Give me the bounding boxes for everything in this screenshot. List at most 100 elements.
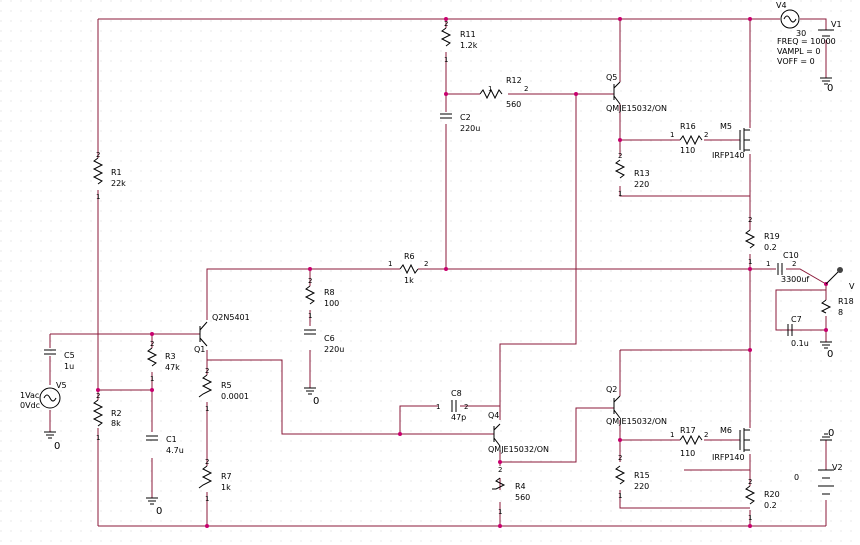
pin-number: 1: [444, 56, 448, 64]
node: [308, 267, 312, 271]
q4-symbol: [493, 423, 501, 447]
c1-symbol: [146, 435, 158, 441]
ground-symbol: [304, 387, 316, 395]
pin-number: 1: [618, 190, 622, 198]
r7-symbol: [198, 465, 213, 489]
node: [618, 438, 622, 442]
node: [748, 348, 752, 352]
node: [748, 17, 752, 21]
node: [498, 524, 502, 528]
r13-symbol: [614, 159, 626, 179]
pin-number: 1: [205, 495, 209, 503]
pin-number: 2: [704, 131, 708, 139]
m6-symbol: [739, 428, 750, 452]
r17-symbol: [679, 434, 703, 446]
v5-wave: [43, 394, 57, 402]
r12-ref: R12: [506, 76, 522, 85]
node: [498, 460, 502, 464]
pin-number: 2: [704, 431, 708, 439]
pin-number: 2: [205, 367, 209, 375]
r15-wire: [619, 440, 750, 509]
ground-label: 0: [313, 396, 319, 407]
r15-value: 220: [634, 482, 649, 491]
c8-wire: [460, 405, 501, 420]
r1-symbol: [92, 157, 104, 185]
q4-to-q2-wire: [500, 407, 614, 463]
r1-ref: R1: [111, 168, 122, 177]
pin-number: 2: [96, 151, 100, 159]
c5-ref: C5: [64, 351, 75, 360]
pin-number: 1: [766, 260, 770, 268]
c10-ref: C10: [783, 251, 799, 260]
v4-value: 30: [796, 29, 806, 38]
pin-number: 2: [424, 260, 428, 268]
v2-value: 0: [794, 473, 799, 482]
r15-symbol: [614, 465, 626, 485]
c5-symbol: [44, 349, 56, 355]
r12-symbol: [479, 88, 503, 100]
m5-ref: M5: [720, 122, 732, 131]
r5-value: 0.0001: [221, 392, 249, 401]
node: [444, 17, 448, 21]
v4-wave: [783, 15, 797, 23]
c10-value: 3300uf: [781, 275, 809, 284]
v5-symbol: [39, 387, 61, 409]
c5-value: 1u: [64, 362, 74, 371]
r19-symbol: [744, 229, 756, 249]
c7-ref: C7: [791, 315, 802, 324]
r12-value: 560: [506, 100, 521, 109]
pin-number: 1: [670, 431, 674, 439]
r7-ref: R7: [221, 472, 232, 481]
ground-symbol: [820, 341, 832, 349]
labels: R1 22k R2 8k R3 47k R5 0.0001 R7 1k R8 1…: [20, 1, 855, 522]
q1-emitter-wire: [206, 350, 438, 435]
c2-symbol: [440, 113, 452, 119]
ground-label: 0: [156, 506, 162, 517]
pin-number: 1: [748, 514, 752, 522]
r17-ref: R17: [680, 426, 696, 435]
r11-ref: R11: [460, 30, 476, 39]
junction-nodes: [96, 17, 828, 528]
v5-dc: 0Vdc: [20, 401, 40, 410]
c6-value: 220u: [324, 345, 344, 354]
probe-label: V: [849, 282, 855, 291]
c2-value: 220u: [460, 124, 480, 133]
q2-m6-wire: [619, 349, 750, 441]
pin-number: 2: [618, 454, 622, 462]
node: [824, 328, 828, 332]
r4-value: 560: [515, 493, 530, 502]
pin-number: 2: [748, 216, 752, 224]
component-symbols: [39, 9, 841, 505]
c1-ref: C1: [166, 435, 177, 444]
node: [574, 92, 578, 96]
r4-ref: R4: [515, 482, 526, 491]
node: [444, 92, 448, 96]
pin-number: 2: [748, 478, 752, 486]
ground-symbol: [820, 77, 832, 85]
output-wire: [750, 268, 827, 342]
r19-value: 0.2: [764, 243, 777, 252]
node: [398, 432, 402, 436]
pin-number: 2: [524, 85, 528, 93]
r3-ref: R3: [165, 352, 176, 361]
input-wires: [49, 333, 200, 432]
pin-number: 1: [308, 312, 312, 320]
v4-vampl: VAMPL = 0: [777, 47, 821, 56]
c7-value: 0.1u: [791, 339, 809, 348]
r2-value: 8k: [111, 419, 121, 428]
r19-ref: R19: [764, 232, 780, 241]
r13-ref: R13: [634, 169, 650, 178]
q2-ref: Q2: [606, 385, 617, 394]
pin-number: 2: [792, 260, 796, 268]
r5-ref: R5: [221, 381, 232, 390]
c10-symbol: [777, 263, 783, 275]
r16-symbol: [679, 134, 703, 146]
voltage-probe-icon[interactable]: [837, 267, 843, 273]
v4-symbol: [780, 9, 800, 29]
c8-ref: C8: [451, 389, 462, 398]
pin-number: 1: [670, 131, 674, 139]
r2-symbol: [92, 399, 104, 427]
